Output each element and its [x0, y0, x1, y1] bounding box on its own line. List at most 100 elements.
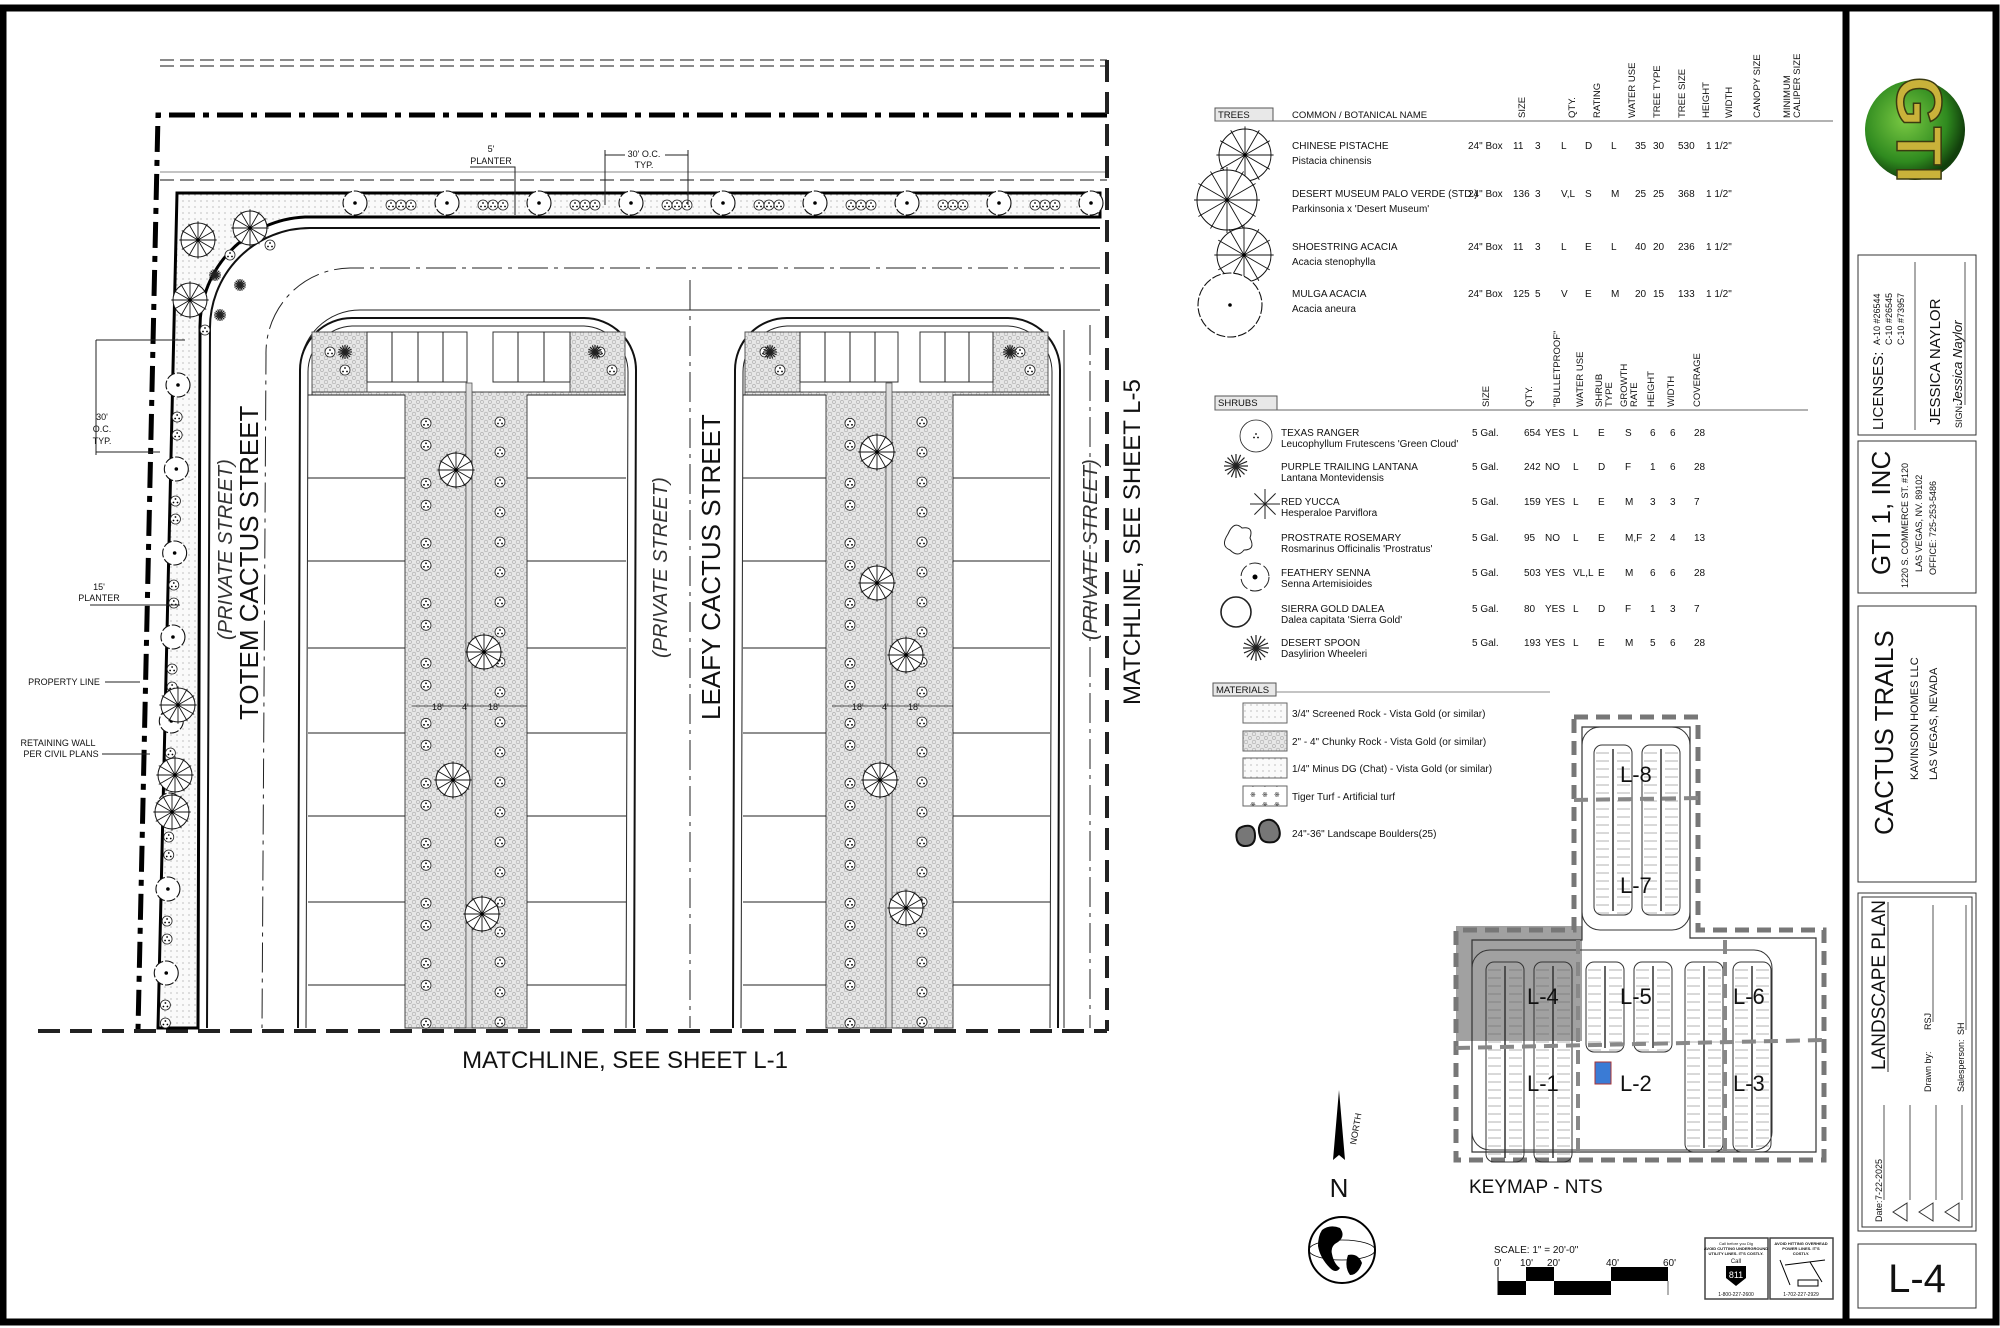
sign-phone: 1-800-227-2600: [1718, 1292, 1754, 1298]
texas-ranger-shrub-icon: [1039, 199, 1051, 211]
shrub-cell: D: [1598, 604, 1605, 615]
tree-cell: 20: [1653, 242, 1665, 253]
keymap-lot-row: [1533, 961, 1573, 1163]
texas-ranger-shrub-icon: [844, 799, 856, 811]
matchline-east-label: MATCHLINE, SEE SHEET L-5: [1119, 379, 1146, 705]
palo-verde-tree-icon: [858, 433, 896, 471]
north-arrow-icon: [1333, 1090, 1345, 1160]
shrub-botanical-name: Dasylirion Wheeleri: [1281, 649, 1367, 660]
project-box: [1857, 605, 1977, 883]
sign-text: UTILITY LINES. IT'S COSTLY.: [1709, 1251, 1764, 1256]
private-street-label: (PRIVATE STREET): [1080, 459, 1102, 640]
shrub-cell: L: [1573, 533, 1579, 544]
keymap-sheet-label: L-5: [1620, 984, 1652, 1009]
texas-ranger-shrub-icon: [844, 657, 856, 669]
texas-ranger-shrub-icon: [420, 657, 432, 669]
tree-cell: L: [1611, 242, 1617, 253]
texas-ranger-shrub-icon: [171, 411, 183, 423]
shrub-cell: 13: [1694, 533, 1706, 544]
texas-ranger-shrub-icon: [844, 919, 856, 931]
property-line-callout: PROPERTY LINE: [28, 677, 100, 687]
shrub-cell: 654: [1524, 428, 1541, 439]
desert-spoon-shrub-icon: [763, 345, 777, 359]
rosemary-shrub-icon: [1224, 524, 1253, 555]
mulga-acacia-tree-icon: [1078, 190, 1104, 216]
texas-ranger-shrub-icon: [420, 477, 432, 489]
north-arrow: NORTH N: [1308, 1090, 1376, 1284]
palo-verde-tree-icon: [463, 895, 501, 933]
boulder-icon: [1235, 818, 1281, 848]
shrub-cell: 3: [1670, 604, 1676, 615]
materials-legend: MATERIALS 3/4" Screened Rock - Vista Gol…: [1212, 682, 1550, 848]
shrub-column-header: QTY.: [1524, 386, 1535, 407]
texas-ranger-shrub-icon: [494, 866, 506, 878]
tree-common-name: CHINESE PISTACHE: [1292, 141, 1389, 152]
tree-cell: 35: [1635, 141, 1647, 152]
mulga-acacia-tree-icon: [434, 190, 460, 216]
company-office: OFFICE: 725-253-5486: [1928, 481, 1938, 575]
palo-verde-tree-icon: [231, 209, 269, 247]
shrub-cell: E: [1598, 428, 1605, 439]
sierra-gold-dalea-shrub-icon: [1220, 596, 1252, 628]
tree-cell: 3: [1535, 189, 1541, 200]
material-item: 2" - 4" Chunky Rock - Vista Gold (or sim…: [1292, 737, 1486, 748]
median-width-dim: 18': [488, 702, 500, 712]
license-number: C-10 #73957: [1896, 293, 1906, 345]
palo-verde-tree-icon: [171, 281, 209, 319]
shrub-cell: E: [1598, 497, 1605, 508]
scale-bar: SCALE: 1" = 20'-0" 0' 10' 20' 40' 60': [1494, 1245, 1676, 1295]
shrub-cell: 28: [1694, 428, 1706, 439]
texas-ranger-shrub-icon: [420, 417, 432, 429]
texas-ranger-shrub-icon: [753, 199, 765, 211]
texas-ranger-shrub-icon: [844, 417, 856, 429]
texas-ranger-shrub-icon: [844, 717, 856, 729]
tree-column-header: RATING: [1592, 83, 1603, 118]
texas-ranger-shrub-icon: [844, 499, 856, 511]
shrub-common-name: RED YUCCA: [1281, 497, 1340, 508]
tree-cell: M: [1611, 289, 1619, 300]
texas-ranger-shrub-icon: [844, 477, 856, 489]
texas-ranger-shrub-icon: [163, 831, 175, 843]
tree-cell: 24" Box: [1468, 141, 1503, 152]
palo-verde-tree-icon: [887, 636, 925, 674]
client-name: KAVINSON HOMES LLC: [1909, 657, 1921, 780]
palo-verde-tree-icon: [1194, 167, 1260, 233]
shrub-cell: 80: [1524, 604, 1536, 615]
license-number: A-10 #26544: [1872, 293, 1882, 345]
sign-text: AVOID HITTING OVERHEAD: [1774, 1241, 1827, 1246]
texas-ranger-shrub-icon: [420, 717, 432, 729]
north-letter: N: [1330, 1173, 1349, 1203]
texas-ranger-shrub-icon: [916, 596, 928, 608]
shrub-column-header: WATER USE: [1575, 352, 1586, 407]
sheet-frame: [0, 4, 2000, 1326]
tree-common-name: MULGA ACACIA: [1292, 289, 1367, 300]
company-box: [1857, 440, 1977, 594]
scale-tick: 20': [1547, 1258, 1560, 1269]
mulga-acacia-tree-icon: [1197, 272, 1263, 338]
texas-ranger-shrub-icon: [420, 739, 432, 751]
shrub-common-name: TEXAS RANGER: [1281, 428, 1359, 439]
desert-spoon-shrub-icon: [338, 345, 352, 359]
palo-verde-tree-icon: [179, 221, 217, 259]
drawn-by-value: RSJ: [1923, 1013, 1933, 1030]
street-label-totem-cactus: TOTEM CACTUS STREET: [234, 405, 264, 720]
texas-ranger-shrub-icon: [494, 566, 506, 578]
texas-ranger-shrub-icon: [163, 849, 175, 861]
tree-cell: V,L: [1561, 189, 1576, 200]
tree-botanical-name: Acacia aneura: [1292, 304, 1356, 315]
tree-cell: S: [1585, 189, 1592, 200]
shrub-cell: 6: [1650, 428, 1656, 439]
walk-width-dim: 4': [882, 702, 889, 712]
texas-ranger-shrub-icon: [494, 596, 506, 608]
texas-ranger-shrub-icon: [844, 897, 856, 909]
sign-text: POWER LINES. IT'S: [1782, 1246, 1820, 1251]
texas-ranger-shrub-icon: [494, 836, 506, 848]
texas-ranger-shrub-icon: [855, 199, 867, 211]
shrub-cell: M,F: [1625, 533, 1642, 544]
mulga-acacia-tree-icon: [162, 540, 188, 566]
texas-ranger-shrub-icon: [494, 776, 506, 788]
texas-ranger-shrub-icon: [420, 837, 432, 849]
shrub-cell: VL,L: [1573, 568, 1594, 579]
